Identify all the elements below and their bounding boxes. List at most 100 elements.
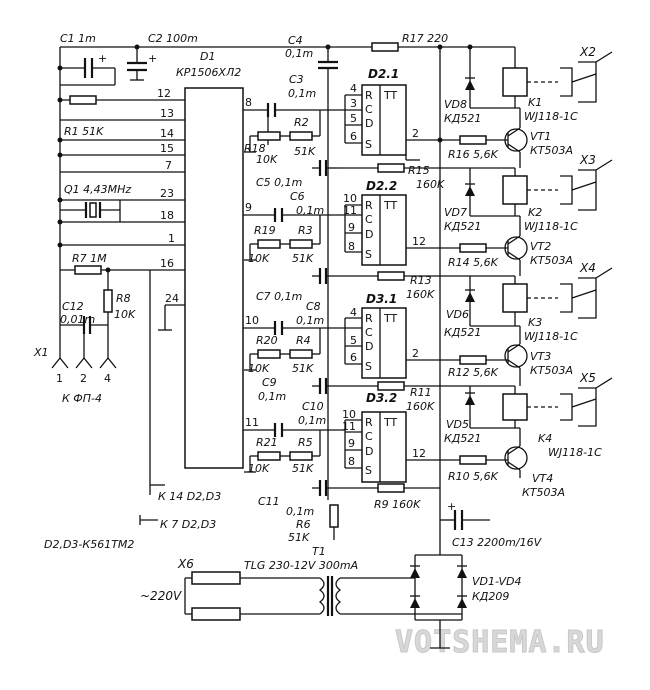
vt2-label: VT2 <box>530 240 551 253</box>
r16-label: R16 5,6K <box>448 148 499 161</box>
power-bus-left: К 14 D2,D3 К 7 D2,D3 D2,D3-К561ТМ2 <box>44 270 221 551</box>
d1-pin-18: 18 <box>160 209 174 222</box>
vt1-type: КТ503А <box>530 144 573 157</box>
vd8-type: КД521 <box>444 112 481 125</box>
ff4-pin-8: 8 <box>348 455 355 468</box>
d1-pin-1: 1 <box>168 232 175 245</box>
rectifier-bridge: VD1-VD4 КД209 <box>410 554 522 649</box>
capacitor-c9: C9 0,1m <box>258 376 345 403</box>
ff4-letter-r: R <box>365 416 373 429</box>
vt4-type: КТ503А <box>522 486 565 499</box>
r5-label: R5 <box>298 436 313 449</box>
ff3-pin-5: 5 <box>350 334 357 347</box>
r2-label: R2 <box>294 116 309 129</box>
c12-value: 0,01m <box>60 313 95 326</box>
x1-pin-1: 1 <box>56 372 63 385</box>
x6-label: X6 <box>177 557 194 571</box>
vd7-type: КД521 <box>444 220 481 233</box>
d1-pin-14: 14 <box>160 127 174 140</box>
c8-label: C8 <box>306 300 321 313</box>
k4-label: K4 <box>538 432 552 445</box>
c3-label: C3 <box>289 73 304 86</box>
ff4-letter-d: D <box>365 445 373 458</box>
d1-pin-23: 23 <box>160 187 174 200</box>
vt4-label: VT4 <box>532 472 553 485</box>
d22-label: D2.2 <box>366 179 397 193</box>
x4-label: X4 <box>579 261 596 275</box>
transformer-t1: T1 TLG 230-12V 300mA <box>240 545 462 616</box>
vd5-type: КД521 <box>444 432 481 445</box>
d1-pin-7: 7 <box>165 159 172 172</box>
resistor-r7: R7 1M <box>72 252 111 290</box>
d1-type: КР1506ХЛ2 <box>176 66 241 79</box>
ff2-pin-10: 10 <box>343 192 357 205</box>
c3-value: 0,1m <box>288 87 316 100</box>
ff1-pin-3: 3 <box>350 97 357 110</box>
x1-label: X1 <box>33 346 49 359</box>
vd14-label: VD1-VD4 <box>472 575 522 588</box>
ff2-pin-11: 11 <box>343 204 357 217</box>
r1-label: R1 51K <box>64 125 104 138</box>
q1-label: Q1 4,43MHz <box>64 183 131 196</box>
c8-value: 0,1m <box>296 314 324 327</box>
r14-label: R14 5,6K <box>448 256 499 269</box>
c10-label: C10 <box>302 400 324 413</box>
resistor-r13: R13 160K <box>345 271 440 301</box>
c7-label: C7 0,1m <box>256 290 302 303</box>
r13-value: 160K <box>406 288 435 301</box>
capacitor-c4: C4 0,1m <box>285 34 338 500</box>
r21-value: 10K <box>248 462 270 475</box>
r8-label: R8 <box>116 292 131 305</box>
r9-label: R9 160K <box>374 498 421 511</box>
vd5-label: VD5 <box>446 418 469 431</box>
capacitor-c2: C2 100m + <box>127 32 198 81</box>
ff1-letter-tt: TT <box>383 89 398 102</box>
mains-label: ~220V <box>140 589 182 603</box>
d1-pin-16: 16 <box>160 257 174 270</box>
ff1-pin-2: 2 <box>412 127 419 140</box>
d31-label: D3.1 <box>366 292 397 306</box>
c1-plus: + <box>98 52 107 65</box>
capacitor-c13: + C13 2200m/16V <box>439 500 543 555</box>
crystal-q1: Q1 4,43MHz <box>60 183 131 222</box>
r11-label: R11 <box>410 386 432 399</box>
site-watermark: VOTSHEMA.RU <box>395 625 605 660</box>
mains-connector-x6: X6 ~220V <box>140 557 241 621</box>
ff2-letter-d: D <box>365 228 373 241</box>
d32-label: D3.2 <box>366 391 397 405</box>
r8-value: 10K <box>114 308 136 321</box>
c6-value: 0,1m <box>296 204 324 217</box>
ff2-letter-r: R <box>365 199 373 212</box>
driver-4: R10 5,6K VT4 КТ503А VD5 КД521 K4 WJ118-1… <box>440 371 613 499</box>
capacitor-c1: C1 1m + <box>57 32 116 86</box>
ff2-pin-12: 12 <box>412 235 426 248</box>
k7-label: К 7 D2,D3 <box>160 518 216 531</box>
r2-value: 51K <box>294 145 316 158</box>
r12-label: R12 5,6K <box>448 366 499 379</box>
r13-label: R13 <box>410 274 432 287</box>
c10-value: 0,1m <box>298 414 326 427</box>
ff3-pin-4: 4 <box>350 306 357 319</box>
ff2-pin-8: 8 <box>348 240 355 253</box>
x1-connector-name: К ФП-4 <box>62 392 102 405</box>
vt1-label: VT1 <box>530 130 551 143</box>
x1-pin-4: 4 <box>104 372 111 385</box>
c2-plus: + <box>148 52 157 65</box>
ff4-pin-9: 9 <box>348 437 355 450</box>
resistor-r8: R8 10K <box>103 289 136 325</box>
r21-label: R21 <box>256 436 278 449</box>
capacitor-c11: C11 0,1m <box>258 480 345 518</box>
d1-pin-11: 11 <box>245 416 259 429</box>
capacitor-c12: C12 0,01m <box>59 270 108 334</box>
k3-type: WJ118-1C <box>524 330 578 343</box>
ff1-letter-r: R <box>365 89 373 102</box>
ff4-pin-11: 11 <box>342 420 356 433</box>
ff1-pin-4: 4 <box>350 82 357 95</box>
d1-pin-10: 10 <box>245 314 259 327</box>
x5-label: X5 <box>579 371 596 385</box>
r20-label: R20 <box>256 334 278 347</box>
vd6-label: VD6 <box>446 308 469 321</box>
ff4-letter-s: S <box>365 464 372 477</box>
c11-value: 0,1m <box>286 505 314 518</box>
